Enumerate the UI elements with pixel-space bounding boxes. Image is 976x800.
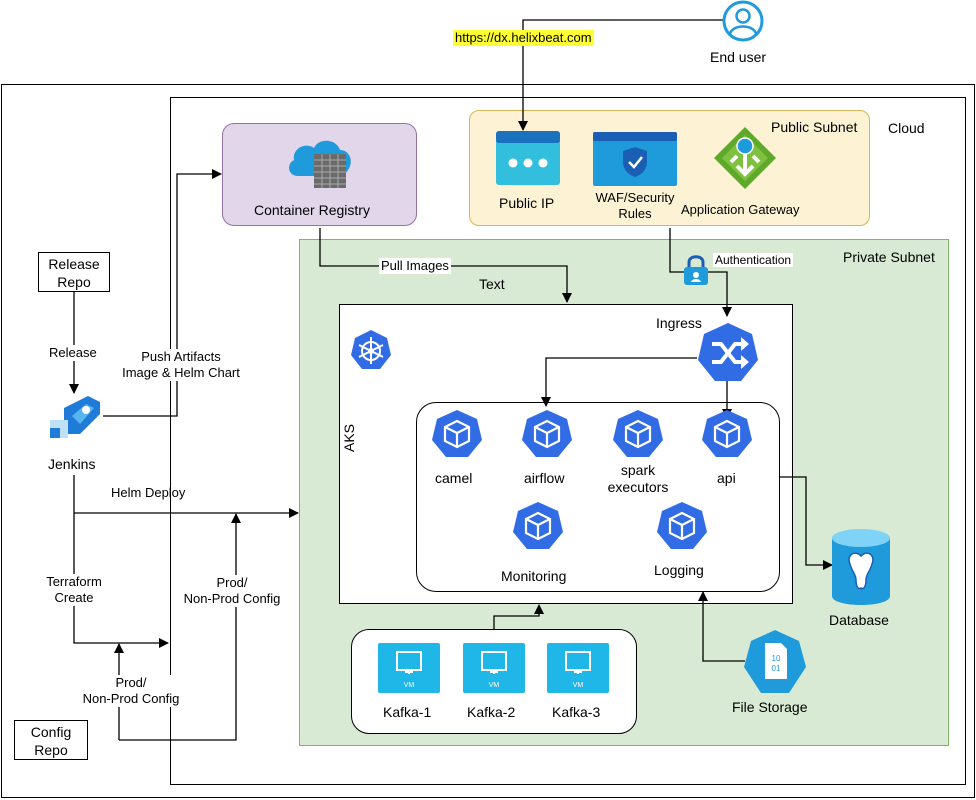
- prod-config-bottom-line1: Prod/: [115, 675, 147, 690]
- kafka-1-label: Kafka-1: [383, 704, 432, 720]
- database-label: Database: [829, 612, 889, 628]
- waf-label: WAF/Security Rules: [590, 190, 680, 222]
- pod-logging-icon[interactable]: [656, 501, 708, 551]
- kafka-2-vm-badge: VM: [489, 682, 500, 689]
- text-label: Text: [479, 276, 505, 292]
- jenkins-label: Jenkins: [48, 456, 96, 472]
- prod-config-right-line2: Non-Prod Config: [183, 591, 281, 606]
- service-spark-line2: executors: [607, 479, 669, 495]
- container-registry-icon: [289, 140, 351, 188]
- outer-frame: [1, 84, 975, 798]
- end-user-node[interactable]: [715, 0, 771, 70]
- push-artifacts-line2: Image & Helm Chart: [122, 365, 240, 380]
- waf-label-line1: WAF/Security: [595, 190, 675, 205]
- pod-airflow-icon[interactable]: [521, 409, 573, 459]
- public-subnet-label: Public Subnet: [771, 119, 858, 135]
- url-label[interactable]: https://dx.helixbeat.com: [453, 30, 594, 46]
- ingress-label: Ingress: [656, 315, 702, 331]
- pod-monitoring-icon[interactable]: [512, 501, 564, 551]
- jenkins-pipeline-icon[interactable]: [46, 394, 102, 446]
- kubernetes-logo-icon: [351, 330, 391, 369]
- edge-jenkins-to-registry: [103, 169, 222, 417]
- edge-ingress-to-services-left: [541, 357, 697, 407]
- waf-shield-icon[interactable]: [592, 131, 678, 187]
- terraform-line2: Create: [54, 590, 94, 605]
- service-airflow-label: airflow: [524, 470, 565, 486]
- edge-storage-to-logging: [698, 591, 745, 662]
- database-icon[interactable]: [830, 528, 892, 608]
- service-monitoring-label: Monitoring: [501, 568, 567, 584]
- authentication-label: Authentication: [713, 253, 794, 267]
- kafka-3-vm-badge: VM: [573, 682, 584, 689]
- file-storage-bits-1: 10: [772, 654, 781, 663]
- config-repo-box[interactable]: Config Repo: [14, 720, 88, 760]
- service-spark-line1: spark: [620, 462, 656, 478]
- waf-label-line2: Rules: [618, 206, 652, 221]
- service-camel-label: camel: [435, 470, 473, 486]
- terraform-label: Terraform Create: [42, 574, 106, 606]
- pod-camel-icon[interactable]: [431, 409, 483, 459]
- edge-api-to-database: [780, 476, 833, 570]
- kafka-2-label: Kafka-2: [467, 704, 516, 720]
- terraform-line1: Terraform: [46, 574, 102, 589]
- cloud-label: Cloud: [888, 120, 925, 136]
- pull-images-label: Pull Images: [379, 258, 451, 274]
- release-repo-line1: Release: [48, 256, 100, 272]
- edge-kafka-to-aks: [493, 604, 544, 629]
- file-storage-icon[interactable]: 10 01: [743, 629, 807, 695]
- push-artifacts-line1: Push Artifacts: [141, 349, 221, 364]
- edge-jenkins-trunk: [73, 475, 169, 648]
- prod-config-bottom-label: Prod/ Non-Prod Config: [76, 675, 186, 707]
- user-icon: [722, 0, 764, 42]
- file-storage-label: File Storage: [732, 699, 808, 715]
- service-spark-label: spark executors: [598, 462, 678, 496]
- public-ip-icon[interactable]: [495, 130, 561, 186]
- aks-label: AKS: [341, 423, 357, 452]
- kafka-1-vm-badge: VM: [404, 682, 415, 689]
- end-user-label: End user: [710, 49, 767, 65]
- service-logging-label: Logging: [654, 562, 704, 578]
- config-repo-line2: Repo: [34, 742, 68, 758]
- prod-config-right-line1: Prod/: [216, 575, 248, 590]
- public-ip-label: Public IP: [499, 195, 555, 211]
- helm-deploy-label: Helm Deploy: [111, 485, 186, 500]
- application-gateway-icon[interactable]: [713, 126, 777, 190]
- container-registry-label: Container Registry: [254, 202, 370, 218]
- file-storage-bits-2: 01: [772, 664, 781, 673]
- edge-user-to-public-ip: [518, 19, 723, 131]
- kafka-2-vm-icon[interactable]: VM: [462, 642, 526, 694]
- release-repo-line2: Repo: [57, 274, 91, 290]
- private-subnet-label: Private Subnet: [843, 249, 935, 265]
- kafka-1-vm-icon[interactable]: VM: [377, 642, 441, 694]
- config-repo-line1: Config: [30, 724, 72, 740]
- release-edge-label: Release: [47, 345, 99, 361]
- prod-config-right-label: Prod/ Non-Prod Config: [177, 575, 287, 607]
- push-artifacts-label: Push Artifacts Image & Helm Chart: [116, 349, 246, 381]
- kafka-3-vm-icon[interactable]: VM: [546, 642, 610, 694]
- application-gateway-label: Application Gateway: [681, 202, 800, 217]
- pod-spark-icon[interactable]: [612, 409, 664, 459]
- prod-config-bottom-line2: Non-Prod Config: [82, 691, 180, 706]
- pod-api-icon[interactable]: [701, 409, 753, 459]
- kafka-3-label: Kafka-3: [552, 704, 601, 720]
- service-api-label: api: [717, 470, 736, 486]
- ingress-icon[interactable]: [697, 322, 759, 384]
- release-repo-box[interactable]: Release Repo: [38, 252, 110, 292]
- lock-icon: [684, 255, 708, 285]
